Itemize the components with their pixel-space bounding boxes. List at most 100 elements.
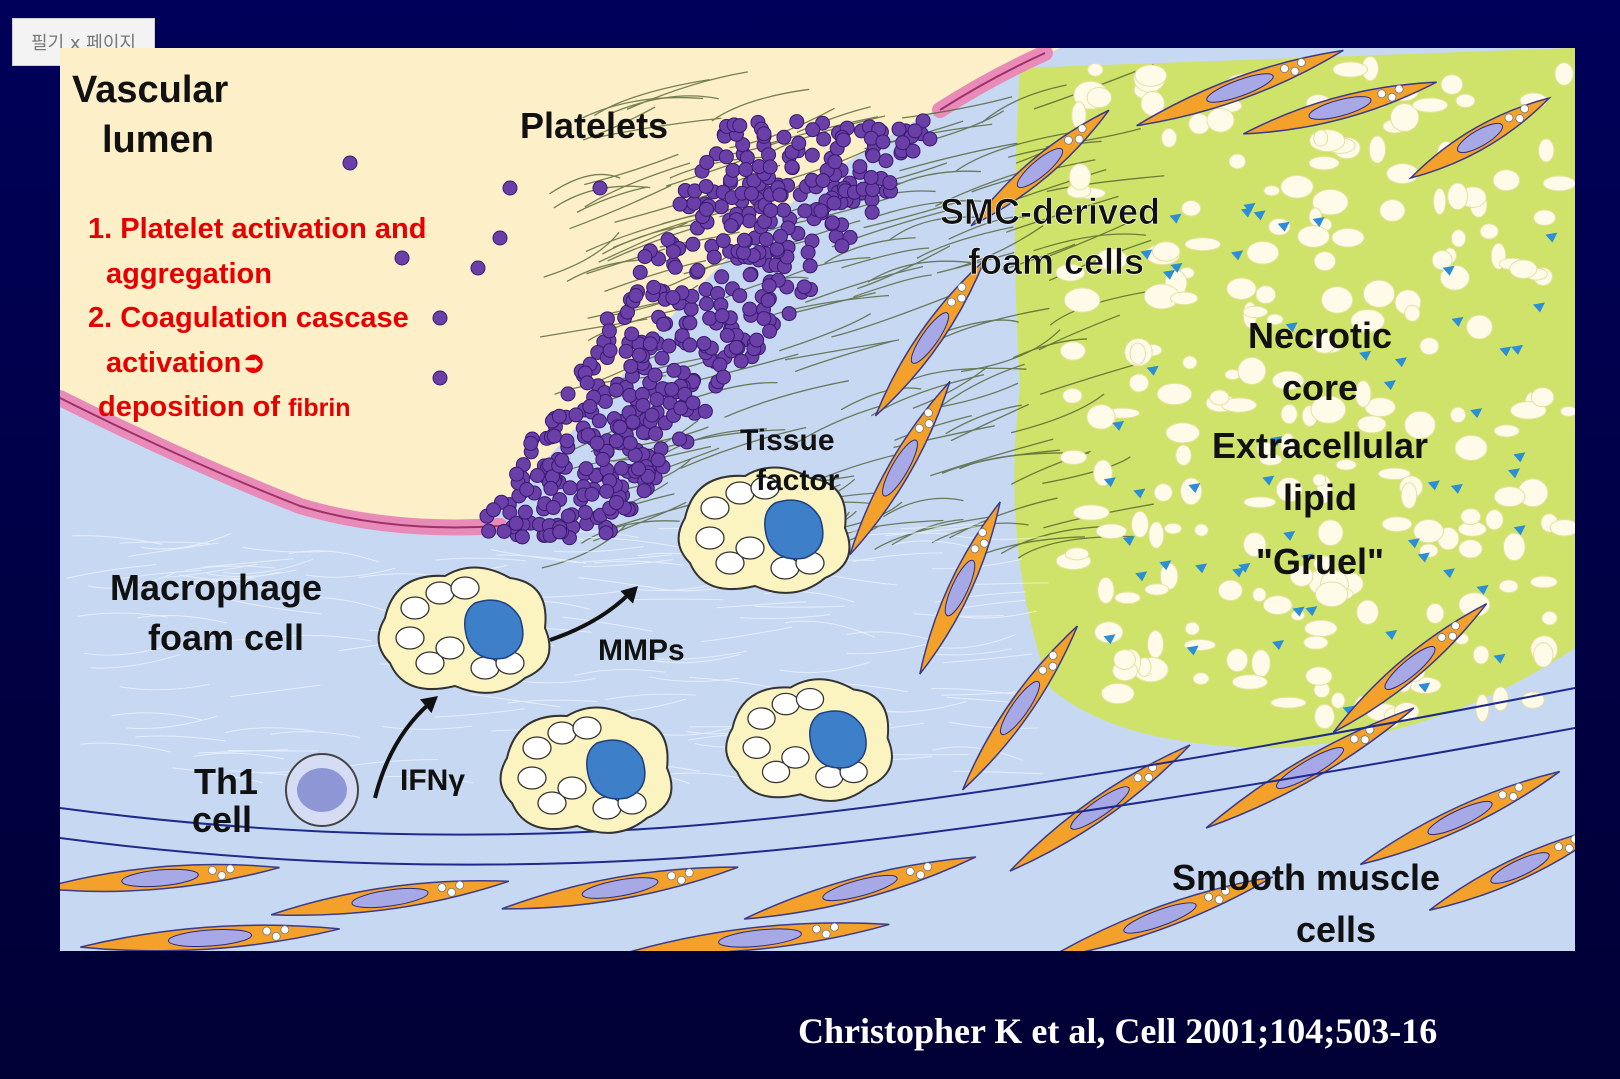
smc-nucleus (1384, 646, 1436, 690)
lipid-droplet (1226, 277, 1257, 300)
cholesterol-crystal (1470, 408, 1483, 419)
cholesterol-crystal (1442, 265, 1455, 276)
lipid-droplet (1129, 342, 1146, 365)
fibrin-strand (582, 106, 656, 141)
connective-fiber (582, 554, 673, 563)
platelet (598, 525, 614, 541)
lipid-droplet (1492, 686, 1509, 712)
lipid-vacuole (905, 867, 915, 876)
free-platelet (592, 180, 608, 196)
smc-nucleus (718, 928, 802, 948)
platelet (508, 515, 524, 531)
platelet (517, 504, 533, 520)
fibrin-strand (960, 329, 1061, 373)
lipid-droplet (1184, 237, 1222, 252)
fibrin-strand (785, 339, 900, 361)
connective-fiber (562, 616, 653, 632)
lipid-droplet (1114, 591, 1141, 605)
lipid-vacuole (1204, 892, 1213, 902)
cholesterol-crystal (1532, 302, 1545, 313)
fibrin-strand (1046, 175, 1165, 193)
connective-fiber (295, 596, 386, 612)
macrophage-nucleus (809, 710, 867, 769)
cholesterol-crystal (1159, 560, 1172, 571)
smc-nucleus (910, 312, 950, 364)
lipid-vacuole (1048, 661, 1058, 671)
lipid-droplet (1252, 587, 1267, 603)
lipid-vacuole (1387, 92, 1397, 102)
lipid-vacuole (470, 656, 500, 680)
lipid-vacuole (915, 423, 924, 433)
lipid-droplet (1450, 229, 1467, 248)
lipid-vacuole (1221, 886, 1230, 896)
lipid-droplet (1386, 163, 1419, 185)
lipid-droplet (1063, 287, 1101, 313)
fibrin-strand (981, 84, 1067, 124)
fibrin-strand (711, 88, 810, 122)
connective-fiber (128, 542, 219, 557)
lipid-droplet (1541, 610, 1558, 626)
connective-fiber (90, 653, 181, 669)
platelet (654, 350, 670, 366)
connective-fiber (383, 775, 474, 784)
platelet (758, 231, 774, 247)
lipid-vacuole (1280, 64, 1289, 74)
lipid-droplet (1310, 395, 1347, 424)
platelet (733, 353, 749, 369)
lipid-droplet (1242, 305, 1269, 319)
platelet (907, 123, 923, 139)
platelet (922, 131, 938, 147)
cholesterol-crystal (1240, 207, 1253, 218)
lipid-droplet (1321, 286, 1354, 314)
lipid-droplet (1256, 440, 1273, 457)
lipid-droplet (1313, 129, 1329, 147)
lipid-droplet (1331, 227, 1365, 248)
smooth-muscle-cell (1428, 825, 1575, 911)
platelet (649, 392, 665, 408)
fibrin-strand (949, 497, 1058, 539)
lipid-droplet (1312, 473, 1327, 487)
cholesterol-crystal (1292, 606, 1305, 617)
cholesterol-crystal (1305, 606, 1318, 617)
cholesterol-crystal (1277, 221, 1290, 232)
lipid-vacuole (676, 875, 686, 885)
lipid-vacuole (771, 692, 800, 716)
smooth-muscle-cell (630, 922, 890, 951)
lipid-droplet (1533, 209, 1557, 226)
fibrin-strand (1038, 314, 1121, 351)
fibrin-strand (976, 536, 1085, 557)
lipid-droplet (1305, 666, 1333, 686)
connective-fiber (242, 547, 333, 553)
platelet (776, 129, 792, 145)
lipid-droplet (1312, 188, 1349, 216)
platelet (624, 326, 640, 342)
fibrin-strand (804, 265, 924, 303)
lipid-droplet (1151, 241, 1181, 262)
platelet (666, 362, 682, 378)
lipid-vacuole (747, 707, 776, 730)
lipid-droplet (1237, 356, 1267, 385)
lipid-vacuole (667, 871, 676, 881)
lipid-vacuole (1048, 651, 1058, 660)
connective-fiber (111, 712, 202, 721)
fibrin-strand (874, 515, 995, 550)
platelet (543, 480, 559, 496)
lipid-vacuole (812, 924, 821, 934)
platelet (554, 452, 570, 468)
lipid-droplet (1554, 62, 1574, 86)
connective-fiber (579, 577, 670, 592)
cholesterol-crystal (1270, 436, 1283, 447)
step-1-line: 1. Platelet activation and (88, 213, 426, 245)
platelet (742, 301, 758, 317)
connective-fibers (66, 522, 1049, 786)
lipid-droplet (1068, 163, 1092, 191)
cholesterol-crystal (1162, 269, 1175, 280)
lipid-vacuole (742, 736, 771, 760)
step-1-cont: aggregation (106, 258, 272, 290)
lipid-droplet (1400, 482, 1418, 509)
platelet (523, 435, 539, 451)
lipid-droplet (1064, 547, 1090, 561)
platelet (789, 114, 805, 130)
lipid-droplet (1271, 370, 1305, 391)
